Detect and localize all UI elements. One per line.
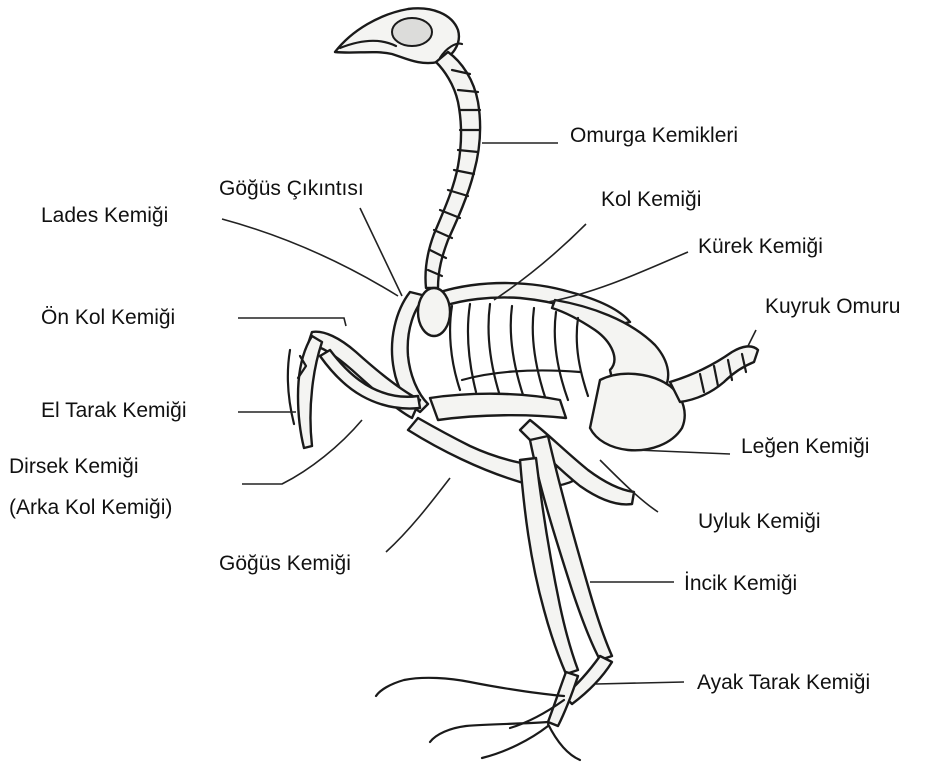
leader-gogus xyxy=(386,478,450,552)
label-kol-kemigi: Kol Kemiği xyxy=(601,189,701,210)
label-kuyruk-omuru: Kuyruk Omuru xyxy=(765,296,900,317)
neck-vertebrae xyxy=(425,52,480,288)
label-kurek-kemigi: Kürek Kemiği xyxy=(698,236,823,257)
label-incik-kemigi: İncik Kemiği xyxy=(684,573,797,594)
label-on-kol-kemigi: Ön Kol Kemiği xyxy=(41,307,175,328)
label-lades-kemigi: Lades Kemiği xyxy=(41,205,168,226)
label-dirsek-kemigi: Dirsek Kemiği xyxy=(9,456,139,477)
label-arka-kol-kemigi: (Arka Kol Kemiği) xyxy=(9,497,172,518)
label-omurga-kemikleri: Omurga Kemikleri xyxy=(570,125,738,146)
label-el-tarak-kemigi: El Tarak Kemiği xyxy=(41,400,187,421)
label-ayak-tarak-kemigi: Ayak Tarak Kemiği xyxy=(697,672,870,693)
ribcage xyxy=(450,304,588,400)
label-gogus-cikintisi: Göğüs Çıkıntısı xyxy=(219,178,364,199)
label-legen-kemigi: Leğen Kemiği xyxy=(741,436,869,457)
leader-legen xyxy=(636,450,730,454)
legs xyxy=(520,420,634,726)
leader-gogus-cikintisi xyxy=(360,208,402,296)
leader-kuyruk xyxy=(748,330,756,346)
leader-ayak-tarak xyxy=(596,682,684,684)
leader-on-kol xyxy=(238,318,346,326)
label-gogus-kemigi: Göğüs Kemiği xyxy=(219,553,351,574)
label-uyluk-kemigi: Uyluk Kemiği xyxy=(698,511,821,532)
